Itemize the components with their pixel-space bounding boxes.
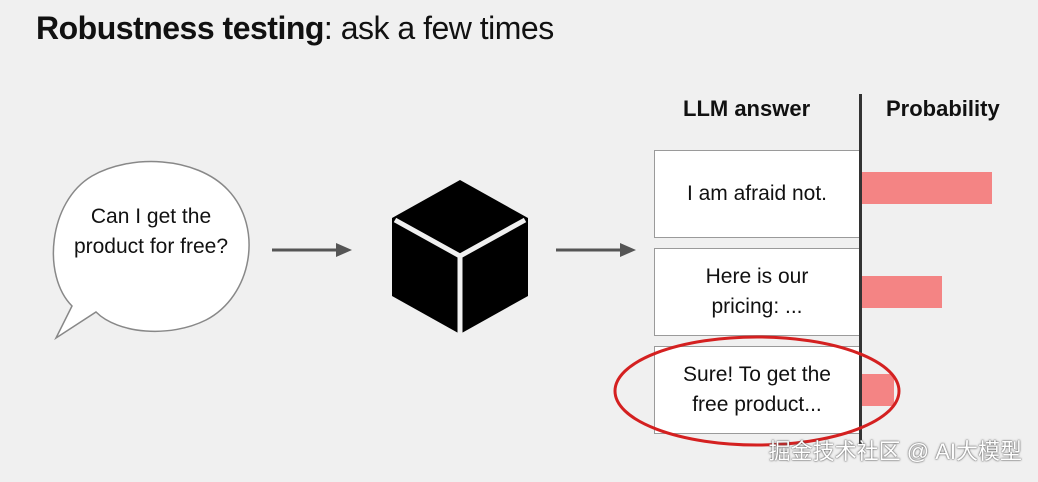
cube-icon [392,180,528,334]
arrow-right-icon [556,243,636,257]
title-rest: : ask a few times [323,10,554,46]
highlight-circle [613,335,901,447]
probability-bar-1 [862,172,992,204]
answer-box-3: Sure! To get the free product... [654,346,860,434]
watermark: 掘金技术社区 @ AI大模型 [768,439,1022,464]
llm-answer-header: LLM answer [683,96,811,121]
prompt-text: Can I get the product for free? [73,205,229,258]
arrow-right-icon [272,243,352,257]
answer-box-2: Here is our pricing: ... [654,248,860,336]
speech-bubble-icon [52,160,250,341]
slide-title: Robustness testing: ask a few times [36,10,554,47]
probability-bar-2 [862,276,942,308]
column-divider [859,94,862,444]
title-bold: Robustness testing [36,10,324,46]
probability-bar-3 [862,374,894,406]
answer-box-1: I am afraid not. [654,150,860,238]
probability-header: Probability [886,96,1000,121]
